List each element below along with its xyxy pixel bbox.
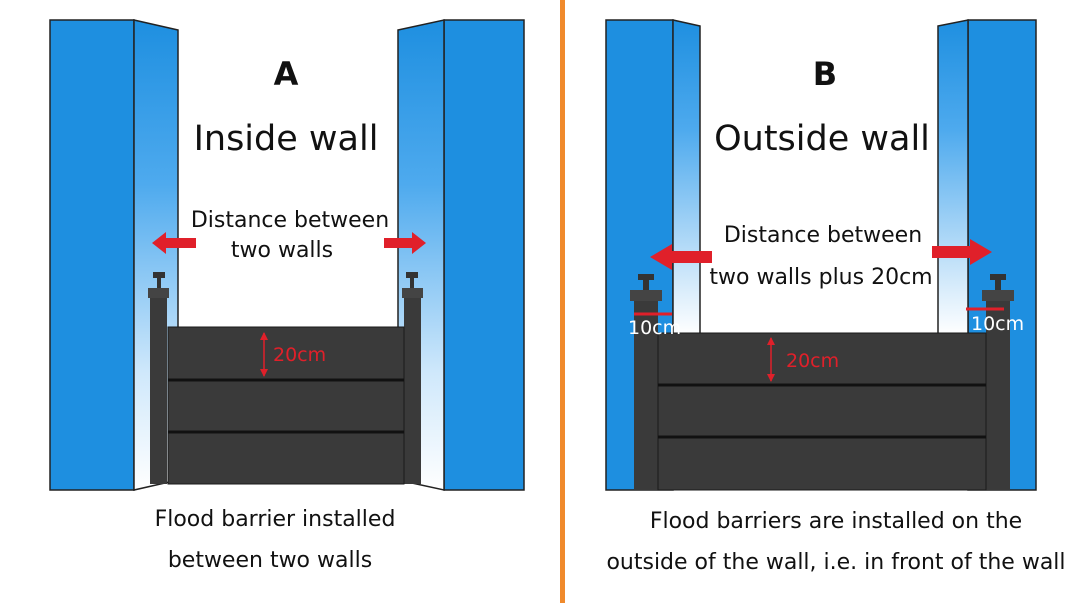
panel-b-distance-line2: two walls plus 20cm — [709, 265, 932, 290]
panel-a-letter: A — [274, 55, 299, 93]
panel-b-right-post — [982, 274, 1014, 490]
panel-b-distance-line1: Distance between — [724, 223, 922, 248]
panel-b-right-arrow — [932, 239, 992, 265]
panel-a-title: Inside wall — [194, 119, 379, 159]
panel-b-letter: B — [813, 55, 837, 93]
panel-a-caption-line2: between two walls — [168, 548, 372, 573]
panel-a-caption-line1: Flood barrier installed — [155, 507, 396, 532]
panel-b-height-label: 20cm — [786, 350, 839, 372]
panel-b-offset-right-label: 10cm — [971, 313, 1024, 335]
panel-b-left-post — [630, 274, 662, 490]
panel-a-right-post — [402, 272, 423, 484]
panel-a-left-arrow — [152, 232, 196, 254]
panel-a-barrier — [167, 326, 405, 485]
panel-a: 20cm A Inside wall Distance between two … — [49, 19, 525, 573]
panel-b-barrier — [657, 332, 987, 491]
panel-b-caption-line2: outside of the wall, i.e. in front of th… — [606, 550, 1065, 575]
panel-a-distance-line2: two walls — [231, 238, 333, 263]
panel-b-title: Outside wall — [714, 119, 930, 159]
panel-a-right-arrow — [384, 232, 426, 254]
panel-b-height-dimension — [767, 337, 775, 382]
panel-a-height-label: 20cm — [273, 344, 326, 366]
panel-a-distance-line1: Distance between — [191, 208, 389, 233]
panel-a-left-post — [148, 272, 169, 484]
panel-b: 10cm 10cm 20cm B Outside wall Distance b… — [605, 19, 1066, 575]
panel-b-offset-left-label: 10cm — [628, 317, 681, 339]
panel-b-left-arrow — [650, 244, 712, 270]
panel-a-height-dimension — [260, 332, 268, 377]
panel-b-caption-line1: Flood barriers are installed on the — [650, 509, 1022, 534]
panel-divider — [560, 0, 565, 603]
